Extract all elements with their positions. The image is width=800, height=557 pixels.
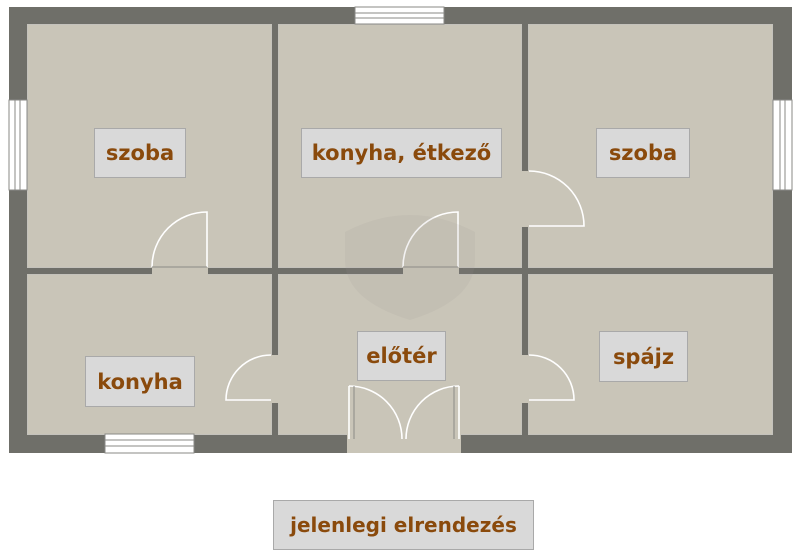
door-swing-entrance-left (348, 385, 403, 440)
entrance-jambs (353, 386, 455, 439)
opening-kitchen (271, 355, 279, 403)
window-left (8, 99, 28, 191)
door-swing-bedroom-right (528, 170, 585, 227)
room-label-kitchen: konyha (85, 356, 195, 407)
room-label-hallway: előtér (357, 331, 446, 381)
door-swing-kitchen-dining (402, 211, 459, 268)
watermark-shield-icon (345, 215, 475, 320)
door-openings (152, 171, 529, 453)
window-top (354, 6, 445, 25)
floor-kitchen (28, 275, 271, 434)
opening-pantry (521, 355, 529, 403)
room-label-bedroom-left: szoba (94, 128, 186, 178)
door-swing-kitchen (225, 354, 272, 401)
door-swings (151, 170, 585, 440)
opening-kitchen-dining (403, 267, 459, 275)
window-bottom (104, 433, 195, 454)
door-swing-entrance-right (405, 385, 460, 440)
door-swing-pantry (528, 354, 575, 401)
edge-pantry (528, 274, 773, 435)
opening-bedroom-left (152, 267, 208, 275)
room-label-bedroom-right: szoba (596, 128, 690, 178)
windows (8, 6, 793, 454)
door-swing-bedroom-left (151, 211, 208, 268)
room-label-pantry: spájz (599, 331, 688, 382)
opening-bedroom-right (521, 171, 529, 227)
watermark-logo (345, 215, 475, 320)
window-right (772, 99, 793, 191)
room-label-kitchen-dining: konyha, étkező (301, 128, 502, 178)
plan-caption: jelenlegi elrendezés (273, 500, 534, 550)
opening-entrance (347, 434, 461, 453)
